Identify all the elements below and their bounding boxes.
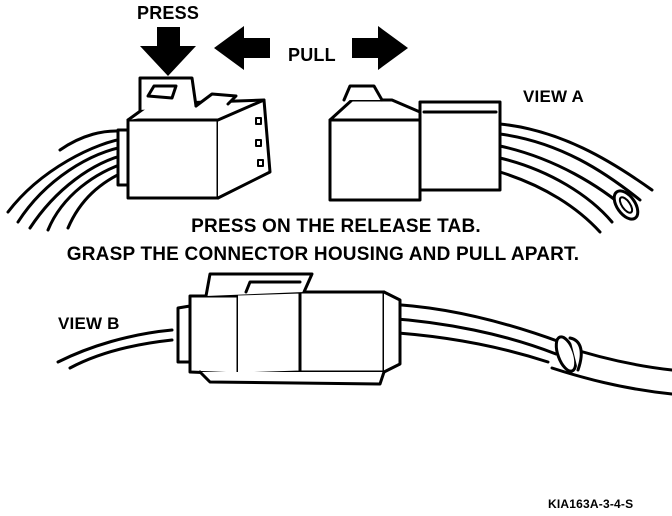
view-b-connector: [176, 272, 402, 386]
right-arrow-icon: [352, 26, 408, 70]
view-b-label: VIEW B: [58, 314, 120, 333]
view-a-wire-clip: [612, 189, 640, 221]
instruction-line-2: GRASP THE CONNECTOR HOUSING AND PULL APA…: [66, 244, 580, 265]
view-a-right-connector: [328, 84, 502, 202]
pull-label: PULL: [288, 45, 336, 65]
down-arrow-icon: [140, 27, 196, 76]
press-label: PRESS: [137, 3, 200, 23]
instruction-line-1: PRESS ON THE RELEASE TAB.: [191, 216, 481, 237]
view-b-wires-right: [382, 302, 672, 396]
figure-code: KIA163A-3-4-S: [548, 497, 634, 511]
view-a-wires-right: [498, 122, 654, 234]
view-b-wire-left: [56, 328, 174, 370]
view-a-label: VIEW A: [523, 87, 585, 106]
view-a-left-connector: [116, 76, 272, 200]
view-b-wire-clip: [554, 335, 583, 373]
left-arrow-icon: [214, 26, 270, 70]
